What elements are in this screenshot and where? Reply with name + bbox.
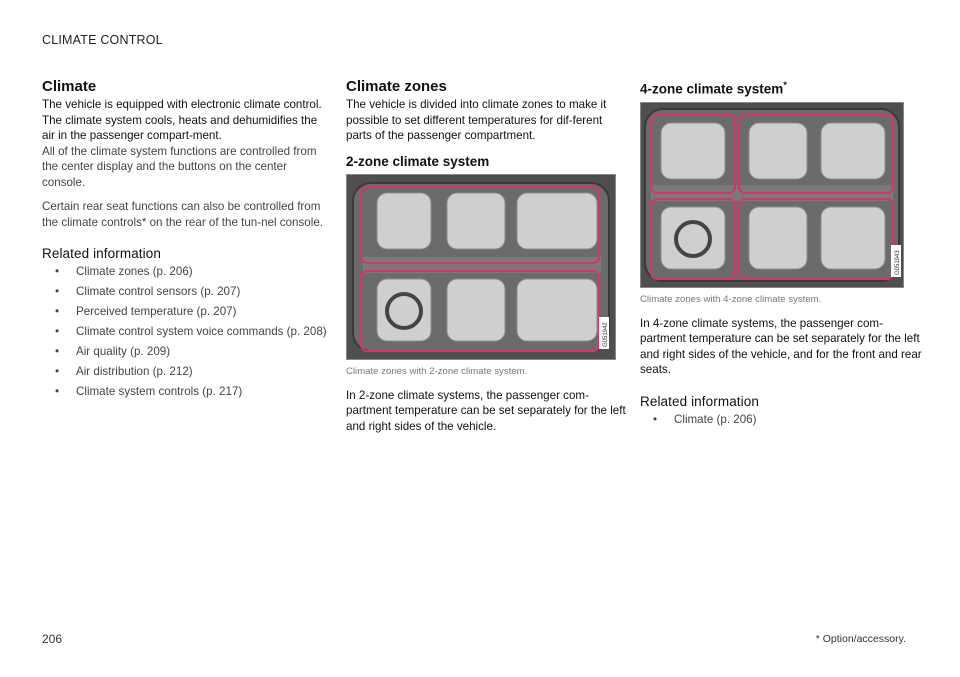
column-climate-zones: Climate zones The vehicle is divided int… (346, 78, 631, 434)
running-header: CLIMATE CONTROL (42, 33, 163, 47)
caption-2-zone: Climate zones with 2-zone climate system… (346, 365, 528, 377)
related-link[interactable]: Air quality (p. 209) (42, 344, 327, 359)
image-code: G051942 (603, 321, 609, 346)
related-information-list: Climate (p. 206) (640, 412, 925, 427)
related-link[interactable]: Air distribution (p. 212) (42, 364, 327, 379)
related-information-list: Climate zones (p. 206) Climate control s… (42, 264, 327, 399)
related-link[interactable]: Climate control system voice commands (p… (42, 324, 327, 339)
related-information-heading: Related information (42, 246, 161, 261)
heading-climate-zones: Climate zones (346, 78, 447, 95)
four-zone-body: In 4-zone climate systems, the passenger… (640, 316, 922, 377)
two-zone-body: In 2-zone climate systems, the passenger… (346, 388, 626, 433)
column-climate: Climate The vehicle is equipped with ele… (42, 78, 327, 404)
column-4-zone: 4-zone climate system* G051943 Climate z… (640, 78, 925, 432)
page-number: 206 (42, 632, 63, 646)
car-interior-2-zone-image: G051942 (347, 174, 615, 359)
heading-4-zone-text: 4-zone climate system (640, 81, 784, 97)
option-asterisk: * (783, 80, 787, 90)
heading-climate: Climate (42, 78, 97, 95)
climate-lead: The vehicle is equipped with electronic … (42, 98, 322, 142)
caption-4-zone: Climate zones with 4-zone climate system… (640, 293, 822, 305)
climate-zones-lead: The vehicle is divided into climate zone… (346, 98, 607, 142)
climate-paragraph-2: Certain rear seat functions can also be … (42, 200, 323, 229)
climate-paragraph-1: All of the climate system functions are … (42, 144, 317, 189)
heading-4-zone: 4-zone climate system* (640, 80, 925, 97)
heading-2-zone: 2-zone climate system (346, 153, 490, 169)
related-link[interactable]: Climate system controls (p. 217) (42, 384, 327, 399)
car-interior-4-zone-image: G051943 (641, 102, 903, 287)
related-information-heading: Related information (640, 393, 759, 409)
image-code: G051943 (895, 249, 901, 274)
related-link[interactable]: Perceived temperature (p. 207) (42, 304, 327, 319)
related-link[interactable]: Climate zones (p. 206) (42, 264, 327, 279)
related-link[interactable]: Climate (p. 206) (640, 412, 925, 427)
related-link[interactable]: Climate control sensors (p. 207) (42, 284, 327, 299)
two-zone-illustration: G051942 (346, 173, 616, 360)
footnote: * Option/accessory. (815, 633, 906, 645)
four-zone-illustration: G051943 (640, 101, 904, 288)
